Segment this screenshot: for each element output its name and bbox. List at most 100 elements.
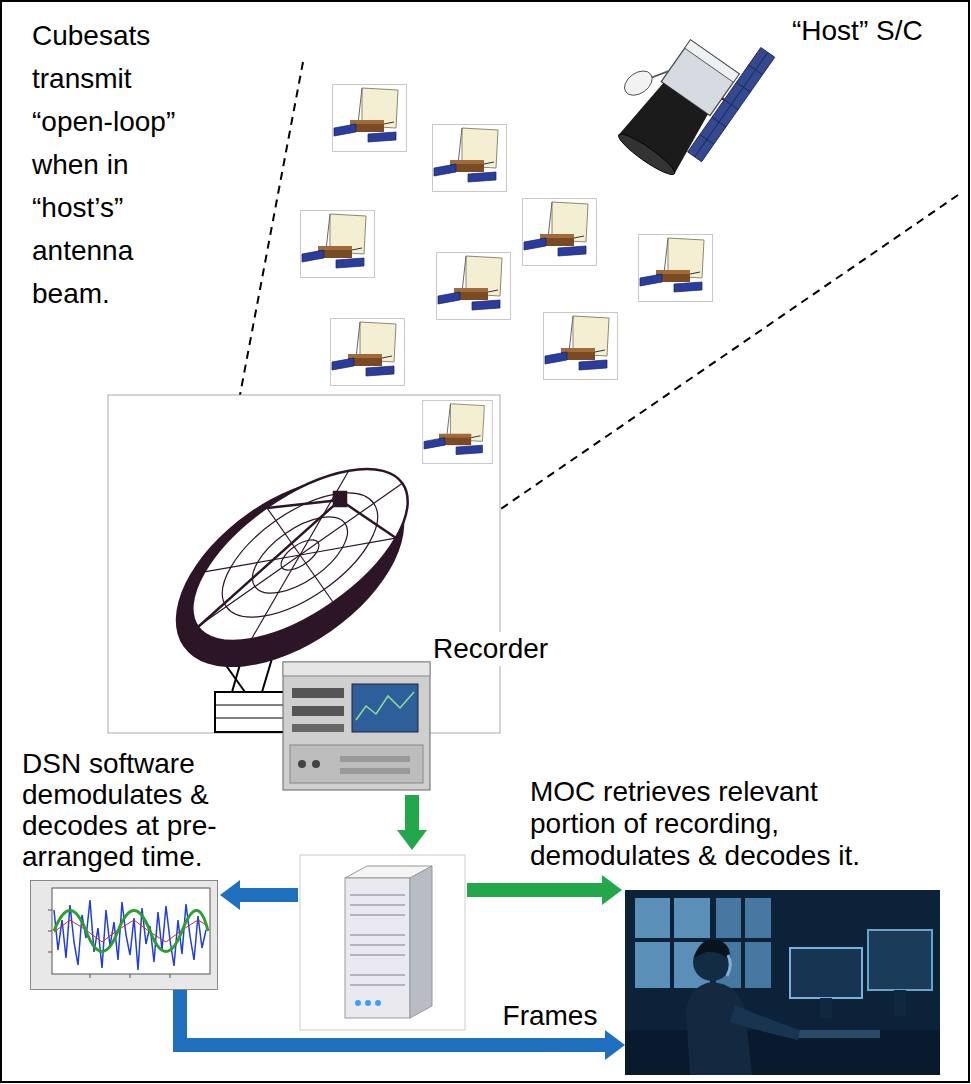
operator-photo xyxy=(625,890,940,1075)
recorder-picture-part xyxy=(292,724,344,732)
antenna-feed-part xyxy=(334,492,346,506)
server-picture-part-part xyxy=(350,984,405,986)
data-arrow-part xyxy=(397,830,427,850)
server-picture-part xyxy=(365,1000,371,1006)
image-panel: MOC retrieves relevant portion of record… xyxy=(625,890,940,1075)
flow-connector xyxy=(180,990,625,1060)
server-picture-part xyxy=(350,895,405,985)
recorder-picture-part xyxy=(340,768,410,774)
host-spacecraft-part xyxy=(688,48,775,162)
cubesat-icon-part xyxy=(437,253,511,320)
operator-photo-part xyxy=(625,890,940,1075)
operator-photo-part xyxy=(820,998,832,1018)
operator-photo-part xyxy=(790,1030,880,1038)
host-spacecraft-part xyxy=(688,48,775,162)
antenna-picture-part-part xyxy=(300,555,333,603)
recorder-picture-part xyxy=(292,688,344,698)
node-heading: DSN software demodulates & decodes at pr… xyxy=(22,748,272,872)
signal-plot-part-part xyxy=(48,952,52,953)
cubesat-icon-part xyxy=(331,319,405,386)
server-picture-part-part xyxy=(350,954,405,956)
recorder-picture-part xyxy=(292,706,344,716)
signal-plot xyxy=(31,881,218,990)
arrowhead xyxy=(605,1030,625,1060)
server-picture-part xyxy=(355,1000,361,1006)
recorder-picture-part xyxy=(352,684,418,732)
signal-plot-part-part xyxy=(90,974,91,978)
server-picture-part-part xyxy=(350,914,405,916)
signal-plot-part xyxy=(31,881,218,990)
recorder-picture-part xyxy=(356,692,414,720)
server-picture-part xyxy=(410,866,432,1018)
operator-photo-part xyxy=(694,939,730,962)
cubesat-icon-part xyxy=(544,313,618,380)
annotation-label: Recorder xyxy=(433,632,548,666)
host-spacecraft-part xyxy=(620,66,657,100)
edge-label: Frames xyxy=(500,1000,601,1032)
operator-photo-part-part xyxy=(716,938,771,942)
server-picture xyxy=(300,855,465,1030)
server-picture-part-part xyxy=(350,904,405,906)
host-spacecraft-part xyxy=(722,98,724,99)
annotation-label: “Host” S/C xyxy=(792,14,923,48)
operator-photo-part xyxy=(727,955,730,976)
flow-arrow xyxy=(180,990,605,1045)
signal-plot-part xyxy=(54,911,208,952)
cubesat-icon-part xyxy=(301,211,375,278)
signal-plot-part xyxy=(52,888,210,974)
host-spacecraft-part xyxy=(685,40,740,82)
operator-photo-part xyxy=(635,898,771,988)
operator-photo-part-part xyxy=(741,898,745,988)
operator-photo-part xyxy=(625,1030,940,1075)
data-arrow-part xyxy=(467,883,602,897)
cubesat-icon xyxy=(301,85,713,386)
signal-plot-part-part xyxy=(48,931,52,932)
operator-photo-part xyxy=(730,1005,800,1040)
recorder-picture-part xyxy=(340,756,410,762)
antenna-feed-part xyxy=(340,500,396,538)
data-arrow-part xyxy=(405,795,419,830)
recorder-picture-part xyxy=(290,745,423,783)
image-panel: DSN software demodulates & decodes at pr… xyxy=(30,880,218,990)
node-heading: MOC retrieves relevant portion of record… xyxy=(530,776,875,872)
server-picture-part-part xyxy=(350,944,405,946)
operator-photo-part xyxy=(686,982,752,1075)
recorder-picture-part xyxy=(298,760,306,768)
operator-photo-part xyxy=(868,930,932,990)
server-picture-part xyxy=(375,1000,381,1006)
antenna-picture-part-part xyxy=(267,507,300,555)
signal-plot-part-part xyxy=(170,974,171,978)
cubesat-icon xyxy=(423,400,493,463)
antenna-picture-part-part xyxy=(300,483,402,555)
cubesat-icon-part xyxy=(433,125,507,192)
signal-plot-part-part xyxy=(48,910,52,911)
server-picture-part xyxy=(300,855,465,1030)
antenna-picture-part-part xyxy=(202,469,398,641)
host-spacecraft-part xyxy=(615,129,679,179)
recorder-picture-part xyxy=(283,662,430,790)
operator-photo-part xyxy=(894,990,906,1016)
antenna-feed-part xyxy=(267,500,340,508)
cubesat-icon-part xyxy=(333,85,407,152)
server-picture-part-part xyxy=(350,974,405,976)
host-spacecraft xyxy=(592,0,775,188)
antenna-picture-part-part xyxy=(164,436,435,674)
server-picture-part-part xyxy=(350,894,405,896)
signal-plot-part-part xyxy=(130,974,131,978)
recorder-picture-part xyxy=(312,760,320,768)
recorder-picture xyxy=(283,662,430,790)
data-arrow xyxy=(220,880,298,910)
host-spacecraft-part-part xyxy=(695,52,768,156)
cubesat-icon-part xyxy=(639,235,713,302)
annotation-label: Cubesats transmit “open-loop” when in “h… xyxy=(32,14,202,315)
antenna-feed xyxy=(198,492,396,627)
antenna-feed-part xyxy=(198,500,340,627)
recorder-picture-part xyxy=(283,662,430,676)
antenna-picture-part-part xyxy=(198,555,300,627)
data-arrow-part xyxy=(602,875,622,905)
data-arrow-part xyxy=(220,880,240,910)
server-picture-part xyxy=(345,878,410,1018)
operator-photo-part-part xyxy=(635,938,710,942)
